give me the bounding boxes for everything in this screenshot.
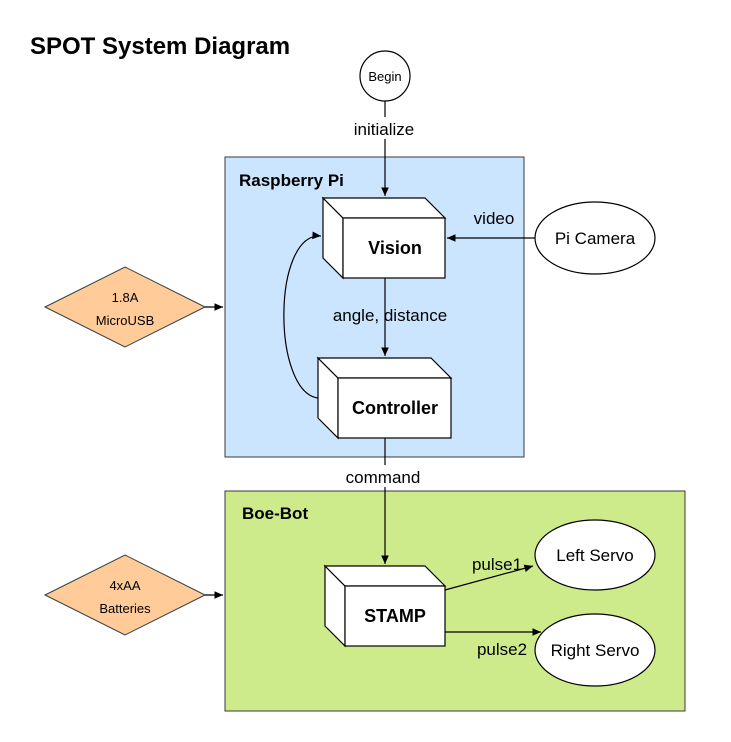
controller-block[interactable]: Controller — [316, 356, 453, 440]
right-servo-node[interactable]: Right Servo — [534, 613, 656, 687]
right-servo-ellipse — [534, 613, 656, 687]
angle-distance-label: angle, distance — [333, 306, 447, 325]
stamp-label: STAMP — [364, 606, 426, 626]
initialize-label: initialize — [354, 120, 414, 139]
begin-label: Begin — [368, 69, 401, 84]
left-servo-label: Left Servo — [556, 546, 634, 565]
pi-camera-label: Pi Camera — [555, 229, 636, 248]
controller-front-face — [337, 377, 452, 439]
pi-camera-node[interactable]: Pi Camera — [534, 201, 656, 275]
pi-power-line1: 1.8A — [112, 290, 139, 305]
command-label: command — [346, 468, 421, 487]
pi-power-line2: MicroUSB — [96, 313, 155, 328]
bot-power-line1: 4xAA — [109, 578, 140, 593]
controller-top-face — [316, 357, 453, 379]
vision-front-face — [342, 217, 446, 279]
left-servo-node[interactable]: Left Servo — [534, 519, 656, 591]
vision-top-face — [321, 197, 447, 219]
stamp-front-face — [344, 585, 446, 647]
right-servo-label: Right Servo — [551, 641, 640, 660]
pulse1-label: pulse1 — [472, 555, 522, 574]
feedback-loop-arrow — [283, 231, 322, 399]
bot-power-line2: Batteries — [99, 601, 151, 616]
pi-power-node[interactable]: 1.8A MicroUSB — [43, 266, 207, 348]
raspberry-pi-label: Raspberry Pi — [239, 171, 344, 190]
pulse1-arrow — [444, 564, 534, 591]
stamp-block[interactable]: STAMP — [323, 564, 447, 648]
pulse2-label: pulse2 — [477, 640, 527, 659]
bot-power-node[interactable]: 4xAA Batteries — [43, 554, 207, 636]
boe-bot-label: Boe-Bot — [242, 504, 308, 523]
bot-power-diamond — [43, 554, 207, 636]
diagram-title: SPOT System Diagram — [30, 33, 290, 60]
command-label-bg — [336, 465, 432, 487]
video-label: video — [474, 209, 515, 228]
begin-node[interactable]: Begin — [359, 50, 411, 102]
initialize-label-bg — [343, 117, 427, 139]
vision-block[interactable]: Vision — [321, 196, 447, 280]
controller-label: Controller — [352, 398, 438, 418]
pi-power-diamond — [43, 266, 207, 348]
vision-label: Vision — [368, 238, 422, 258]
left-servo-ellipse — [534, 519, 656, 591]
stamp-top-face — [323, 565, 447, 587]
